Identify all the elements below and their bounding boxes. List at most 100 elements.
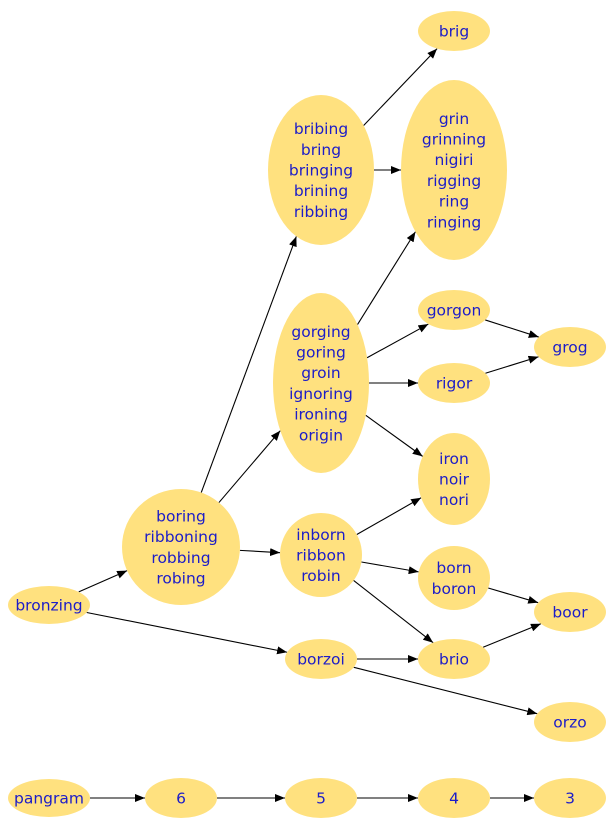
node-label: brining	[294, 182, 348, 200]
edge-inborn-to-brio	[353, 580, 434, 644]
edge-boring-to-gorging	[218, 430, 281, 503]
edge-inborn-to-iron	[356, 497, 422, 536]
node-label: orzo	[553, 714, 586, 732]
edge-born-to-boor	[488, 587, 539, 604]
node-label: ribbon	[296, 547, 346, 565]
node-ellipse	[534, 702, 606, 742]
node-ellipse	[268, 95, 374, 245]
node-n5: 5	[285, 778, 357, 818]
node-gorgon: gorgon	[418, 290, 490, 330]
edge-bribing-to-brig	[363, 48, 438, 126]
node-label: 3	[565, 790, 575, 808]
node-grog: grog	[534, 327, 606, 367]
node-rigor: rigor	[418, 363, 490, 403]
edge-borzoi-to-orzo	[353, 666, 538, 716]
node-label: ribboning	[144, 528, 218, 546]
node-label: ringing	[427, 213, 481, 231]
node-ellipse	[418, 778, 490, 818]
node-label: brig	[439, 23, 469, 41]
node-label: 6	[176, 790, 186, 808]
node-iron: iron noir nori	[418, 433, 490, 525]
node-label: rigging	[427, 172, 481, 190]
node-ellipse	[122, 489, 240, 605]
node-ellipse	[534, 778, 606, 818]
node-label: grin	[439, 110, 469, 128]
node-label: brio	[439, 651, 469, 669]
node-ellipse	[534, 592, 606, 632]
edge-bronzing-to-boring	[78, 570, 128, 593]
node-label: bronzing	[15, 597, 82, 615]
node-label: borzoi	[297, 651, 345, 669]
node-ellipse	[401, 80, 507, 260]
node-label: bringing	[289, 162, 353, 180]
edge-bronzing-to-borzoi	[86, 611, 288, 655]
node-label: ring	[439, 193, 469, 211]
node-n6: 6	[145, 778, 217, 818]
node-label: pangram	[14, 790, 84, 808]
edge-inborn-to-born	[361, 561, 419, 575]
node-ellipse	[418, 546, 490, 610]
edge-gorgon-to-grog	[485, 319, 539, 338]
node-label: inborn	[296, 526, 345, 544]
node-label: goring	[296, 343, 346, 361]
node-ellipse	[418, 11, 490, 51]
node-ellipse	[285, 639, 357, 679]
node-gorging: gorging goring groin ignoring ironing origin	[273, 293, 369, 473]
node-label: robing	[156, 570, 205, 588]
node-n3: 3	[534, 778, 606, 818]
node-pangram: pangram	[8, 779, 90, 817]
node-label: 4	[449, 790, 459, 808]
edge-gorging-to-gorgon	[366, 323, 429, 359]
node-ellipse	[8, 586, 90, 624]
node-label: groin	[301, 364, 340, 382]
node-ellipse	[273, 293, 369, 473]
edge-gorging-to-grin	[357, 231, 416, 325]
edge-boring-to-inborn	[239, 548, 281, 557]
edge-brio-to-boor	[482, 623, 542, 648]
node-label: ignoring	[289, 385, 353, 403]
node-label: ribbing	[294, 203, 348, 221]
node-ellipse	[145, 778, 217, 818]
node-ellipse	[418, 290, 490, 330]
node-brig: brig	[418, 11, 490, 51]
node-label: gorging	[291, 323, 350, 341]
node-label: origin	[299, 426, 343, 444]
edge-rigor-to-grog	[485, 355, 539, 374]
node-label: 5	[316, 790, 326, 808]
nodes-layer: bronzing boring ribboning robbing robing brib…	[8, 11, 606, 818]
node-boor: boor	[534, 592, 606, 632]
node-label: robbing	[151, 549, 210, 567]
node-ellipse	[534, 327, 606, 367]
node-label: noir	[439, 471, 470, 489]
node-label: ironing	[294, 406, 348, 424]
node-label: nori	[439, 491, 469, 509]
node-bribing: bribing bring bringing brining ribbing	[268, 95, 374, 245]
node-label: boor	[552, 604, 588, 622]
node-label: grinning	[422, 130, 486, 148]
node-brio: brio	[418, 639, 490, 679]
node-label: bring	[301, 141, 341, 159]
node-label: gorgon	[427, 302, 482, 320]
node-inborn: inborn ribbon robin	[280, 513, 362, 597]
node-ellipse	[418, 639, 490, 679]
node-grin: grin grinning nigiri rigging ring ringing	[401, 80, 507, 260]
node-label: rigor	[436, 375, 473, 393]
node-label: bribing	[294, 120, 348, 138]
node-label: grog	[552, 339, 587, 357]
node-label: boring	[156, 507, 206, 525]
node-bronzing: bronzing	[8, 586, 90, 624]
edge-gorging-to-iron	[365, 414, 423, 457]
node-ellipse	[418, 433, 490, 525]
node-label: robin	[301, 567, 340, 585]
node-boring: boring ribboning robbing robing	[122, 489, 240, 605]
node-label: nigiri	[435, 151, 474, 169]
node-borzoi: borzoi	[285, 639, 357, 679]
node-ellipse	[8, 779, 90, 817]
node-label: iron	[439, 450, 469, 468]
node-ellipse	[285, 778, 357, 818]
node-label: born	[436, 559, 471, 577]
edges-layer	[78, 48, 542, 802]
edge-boring-to-bribing	[200, 236, 297, 493]
